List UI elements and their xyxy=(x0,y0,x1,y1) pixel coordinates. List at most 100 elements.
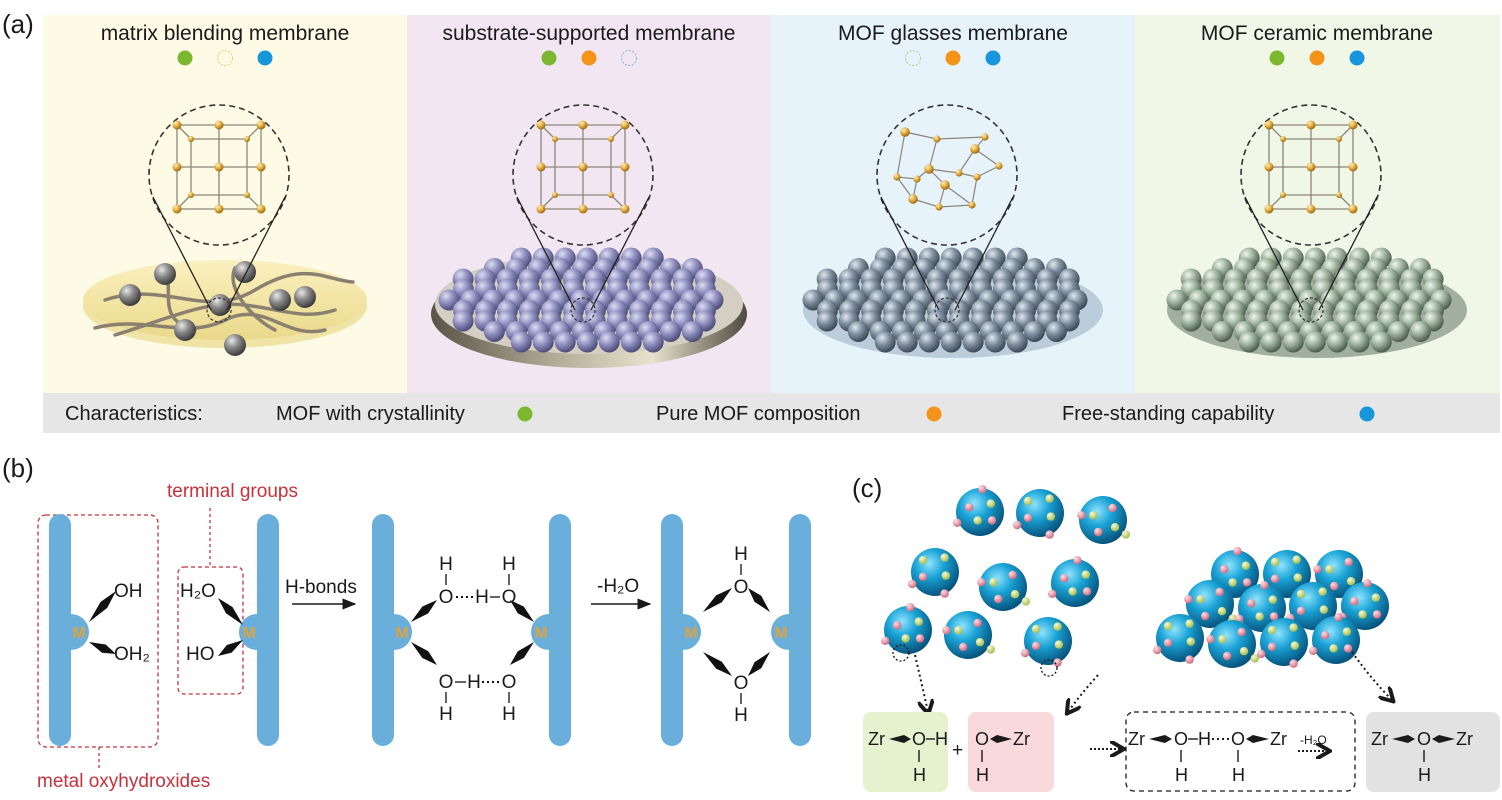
box4-zr-left: Zr xyxy=(1371,729,1388,749)
terminal-oh2-dot xyxy=(1215,587,1224,597)
terminal-oh2-dot xyxy=(1201,611,1210,621)
free-standing-indicator xyxy=(985,50,1001,66)
terminal-oh-dot xyxy=(1186,637,1196,646)
box4-h: H xyxy=(1418,765,1431,785)
terminal-oh2-dot xyxy=(1313,565,1322,574)
mof-nanoparticle xyxy=(1013,489,1064,539)
zoom-circle xyxy=(512,104,654,246)
terminal-oh2-dot xyxy=(1073,556,1082,565)
mof-nanoparticle xyxy=(1257,618,1308,668)
terminal-oh2-dot xyxy=(1309,646,1318,655)
lattice-node xyxy=(1306,120,1316,130)
mof-sphere xyxy=(1260,331,1282,353)
metal-node xyxy=(394,614,412,650)
mof-sphere xyxy=(802,289,824,311)
mof-nanoparticle xyxy=(1077,496,1131,544)
terminal-oh-dot xyxy=(918,555,928,565)
zoom-line-right xyxy=(590,196,650,311)
lattice-node xyxy=(1264,120,1274,130)
terminal-oh2-dot xyxy=(1260,581,1269,590)
mof-sphere xyxy=(681,321,703,342)
wedge-bond xyxy=(748,652,770,676)
terminal-oh2-dot xyxy=(1023,513,1033,522)
membrane-title: MOF ceramic membrane xyxy=(1201,22,1433,45)
free-standing-indicator-absent xyxy=(621,50,637,66)
mof-sphere xyxy=(483,321,505,342)
terminal-oh2-dot xyxy=(1233,547,1242,556)
atom-o: O xyxy=(734,577,749,598)
lattice-node xyxy=(900,127,910,137)
zoom-line-right xyxy=(954,196,1014,311)
terminal-oh2-dot xyxy=(1020,648,1030,658)
metal-symbol: M xyxy=(774,625,787,642)
terminal-oh-dot xyxy=(1268,595,1278,604)
pure-mof-indicator xyxy=(945,50,961,66)
terminal-oh-dot xyxy=(1267,625,1277,635)
highlight-oh-circle xyxy=(892,644,910,662)
atom-h: H xyxy=(734,705,748,726)
mof-sphere xyxy=(554,331,576,353)
metal-node xyxy=(771,614,789,650)
atom-h: H xyxy=(502,554,516,575)
crystallinity-indicator xyxy=(1269,50,1285,66)
terminal-oh2-dot xyxy=(1045,530,1054,539)
lattice-edge xyxy=(928,168,960,174)
terminal-oh2-dot xyxy=(1220,565,1229,574)
atom-o: O xyxy=(439,672,454,693)
lattice-node xyxy=(908,194,918,204)
terminal-oh2-dot xyxy=(1344,557,1353,567)
membrane-disc xyxy=(802,247,1103,358)
membrane-panel-4: MOF ceramic membrane xyxy=(1135,15,1500,393)
metal-node xyxy=(71,614,89,650)
lattice-node xyxy=(935,203,943,211)
terminal-oh-dot xyxy=(1045,494,1054,503)
mof-sphere xyxy=(1045,321,1067,342)
lattice-node xyxy=(620,162,630,172)
mof-nanoparticle xyxy=(953,485,1004,536)
terminal-oh2-dot xyxy=(1031,641,1041,650)
terminal-oh-dot xyxy=(901,634,910,643)
terminal-oh2-dot xyxy=(915,634,925,643)
terminal-oh-dot xyxy=(1185,619,1194,628)
atom-h: H xyxy=(734,544,748,565)
pointer-terminal-zr-o xyxy=(1068,674,1099,712)
crystal-lattice xyxy=(536,120,630,214)
pure-mof-indicator xyxy=(581,50,597,66)
terminal-oh2-dot xyxy=(994,594,1003,604)
mof-particle xyxy=(234,261,256,283)
membrane-panel-3: MOF glasses membrane xyxy=(771,15,1135,393)
terminal-oh2-dot xyxy=(1060,574,1069,583)
box1-o: O xyxy=(912,729,926,749)
terminal-oh-dot xyxy=(1342,627,1352,636)
terminal-oh-dot xyxy=(1318,587,1327,596)
mof-sphere xyxy=(1282,331,1304,353)
nanoparticle-core xyxy=(1079,496,1127,544)
terminal-oh-dot xyxy=(1290,641,1300,650)
pointer-bridge xyxy=(1351,651,1392,700)
terminal-oh2-dot xyxy=(1296,606,1306,615)
terminal-oh-dot xyxy=(1250,654,1260,663)
mof-sphere xyxy=(576,331,598,353)
characteristic-free-standing-label: Free-standing capability xyxy=(1062,403,1274,425)
lattice-node xyxy=(1306,204,1316,214)
mof-nanoparticle xyxy=(1153,614,1204,664)
free-standing-indicator xyxy=(257,50,273,66)
lattice-edge xyxy=(976,165,1000,178)
wedge-bond xyxy=(218,598,243,625)
lattice-node xyxy=(1348,162,1358,172)
lattice-node xyxy=(256,120,266,130)
terminal-oh-dot xyxy=(975,638,985,647)
characteristics-bar: Characteristics: MOF with crystallinity … xyxy=(43,393,1500,433)
lattice-node xyxy=(1348,204,1358,214)
atom-o: O xyxy=(502,672,517,693)
wedge-bond xyxy=(89,591,116,622)
terminal-oh2-dot xyxy=(1350,597,1359,606)
mof-sphere xyxy=(896,331,918,353)
box1-wedge-bond xyxy=(889,735,911,743)
box2-h: H xyxy=(976,765,989,785)
terminal-oh2-dot xyxy=(1242,578,1252,587)
terminal-oh2-dot xyxy=(1267,642,1277,651)
mof-particle xyxy=(224,334,246,356)
dehydration-label: -H₂O xyxy=(597,576,639,597)
